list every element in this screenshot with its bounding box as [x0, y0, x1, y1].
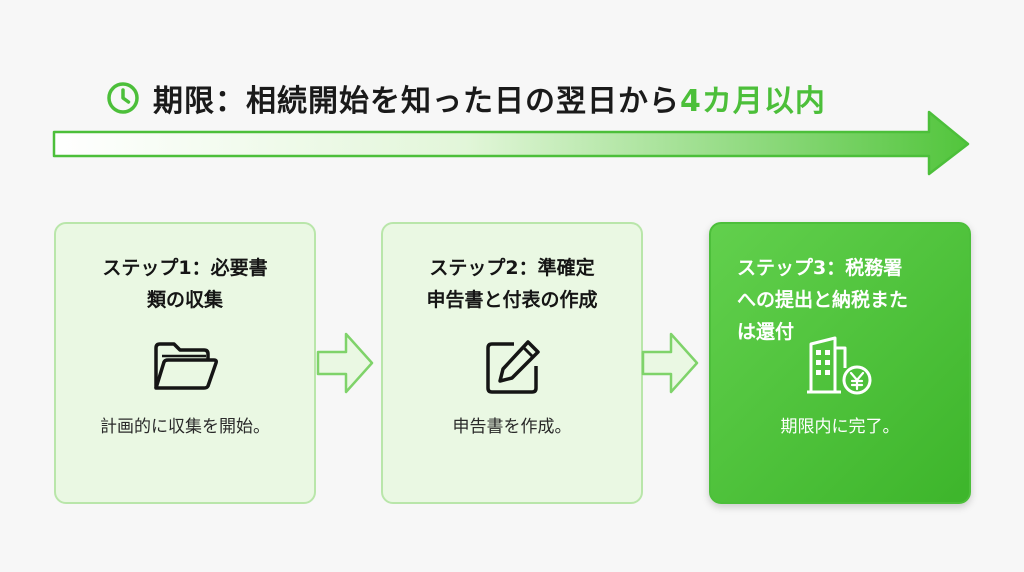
step3-title-line1: ステップ3：税務署 [737, 257, 903, 279]
folder-icon [154, 342, 218, 390]
step2-title: ステップ2：準確定 申告書と付表の作成 [401, 252, 623, 316]
step1-card: ステップ1：必要書 類の収集 計画的に収集を開始。 [54, 222, 316, 504]
step2-description: 申告書を作成。 [452, 417, 572, 437]
step1-description: 計画的に収集を開始。 [100, 417, 270, 437]
clock-icon [107, 82, 139, 114]
deadline-title-text: 期限：相続開始を知った日の翌日から4カ月以内 [153, 76, 826, 120]
edit-icon [486, 340, 540, 394]
step1-title-line2: 類の収集 [146, 289, 223, 311]
step3-card: ステップ3：税務署 への提出と納税また は還付 期限内に完了。 [709, 222, 971, 504]
step3-title: ステップ3：税務署 への提出と納税また は還付 [737, 252, 951, 348]
step2-title-line1: ステップ2：準確定 [429, 257, 595, 279]
deadline-title: 期限：相続開始を知った日の翌日から4カ月以内 [105, 74, 826, 122]
step3-title-line2: への提出と納税また [737, 289, 909, 311]
deadline-title-main: 期限：相続開始を知った日の翌日から [153, 84, 680, 119]
deadline-title-highlight: 4カ月以内 [680, 84, 826, 119]
step1-title: ステップ1：必要書 類の収集 [74, 252, 296, 316]
step-arrow-2 [641, 332, 699, 394]
timeline-arrow [52, 110, 970, 176]
step3-title-line3: は還付 [737, 321, 795, 343]
step3-description: 期限内に完了。 [780, 417, 900, 437]
step1-title-line1: ステップ1：必要書 [102, 257, 268, 279]
tax-office-yen-icon [807, 336, 872, 395]
step-arrow-1 [316, 332, 374, 394]
step2-card: ステップ2：準確定 申告書と付表の作成 申告書を作成。 [381, 222, 643, 504]
step2-title-line2: 申告書と付表の作成 [426, 289, 598, 311]
